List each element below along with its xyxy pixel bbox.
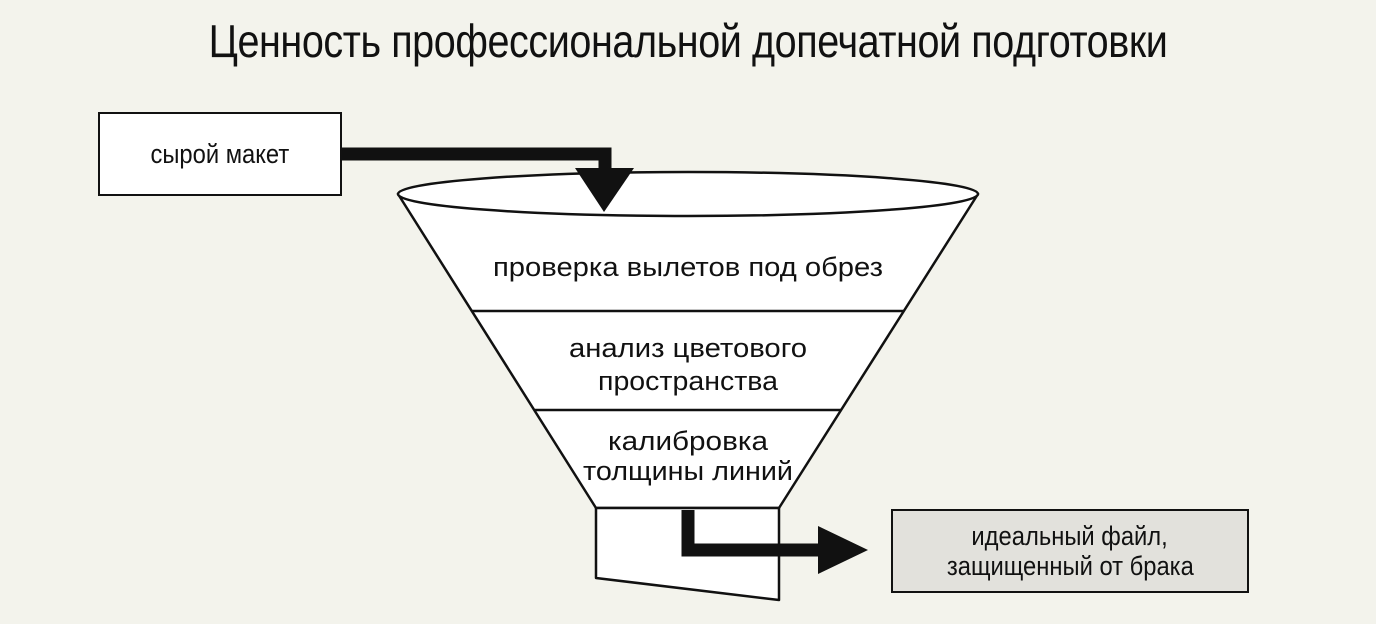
input-box-raw-layout: сырой макет [98,112,342,196]
output-box-line2: защищенный от брака [946,551,1194,581]
stage-1-label: проверка вылетов под обрез [493,252,883,282]
diagram-title: Ценность профессиональной допечатной под… [208,15,1168,67]
output-box-perfect-file: идеальный файл, защищенный от брака [891,509,1249,593]
stage-3-label-line1: калибровка [608,426,769,456]
output-arrow [681,510,868,574]
stage-2-label-line2: пространства [598,366,779,396]
stage-3-label-line2: толщины линий [583,456,793,486]
funnel-rim [396,170,980,218]
input-box-label: сырой макет [150,139,290,169]
stage-2-label-line1: анализ цветового [569,333,807,363]
input-arrow [342,147,634,212]
output-box-line1: идеальный файл, [971,521,1169,551]
